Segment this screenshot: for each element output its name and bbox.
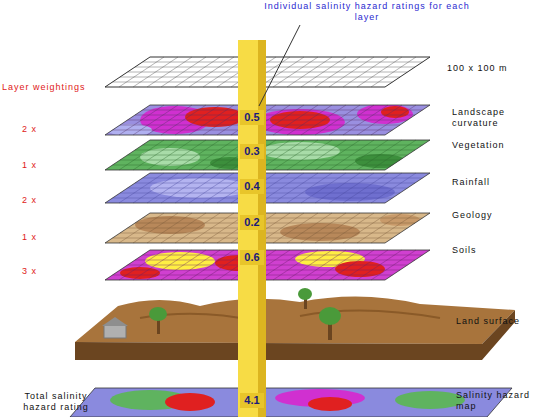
layer-rating: 0.2 [240, 215, 264, 230]
layer-weight: 1 x [22, 232, 52, 243]
layer-name: Soils [452, 245, 524, 256]
layer-weight: 2 x [22, 195, 52, 206]
leader-line [259, 25, 300, 106]
total-rating: 4.1 [240, 393, 264, 408]
surface-label: Land surface [456, 316, 532, 327]
weighting-heading: Layer weightings [2, 82, 112, 93]
hazard-map [70, 388, 512, 417]
cell-grid [105, 57, 430, 87]
soils-layer [105, 250, 430, 280]
layer-rating: 0.5 [240, 110, 264, 125]
layer-rating: 0.4 [240, 179, 264, 194]
layer-name: Rainfall [452, 177, 524, 188]
rating-column [238, 40, 266, 417]
curvature-layer [105, 104, 430, 136]
geology-layer [105, 213, 430, 243]
callout-note: Individual salinity hazard ratings for e… [262, 1, 472, 23]
total-rating-label: Total salinity hazard rating [6, 391, 106, 413]
layer-weight: 1 x [22, 160, 52, 171]
layer-weight: 2 x [22, 124, 52, 135]
vegetation-layer [105, 140, 430, 170]
cell-size: 100 x 100 m [447, 63, 533, 74]
layer-rating: 0.3 [240, 144, 264, 159]
land-surface [75, 288, 515, 360]
map-label: Salinity hazard map [456, 390, 532, 412]
layer-name: Geology [452, 210, 524, 221]
layer-name: Landscape curvature [452, 107, 524, 129]
layer-name: Vegetation [452, 140, 524, 151]
layer-weight: 3 x [22, 266, 52, 277]
layer-rating: 0.6 [240, 250, 264, 265]
rainfall-layer [105, 173, 430, 203]
